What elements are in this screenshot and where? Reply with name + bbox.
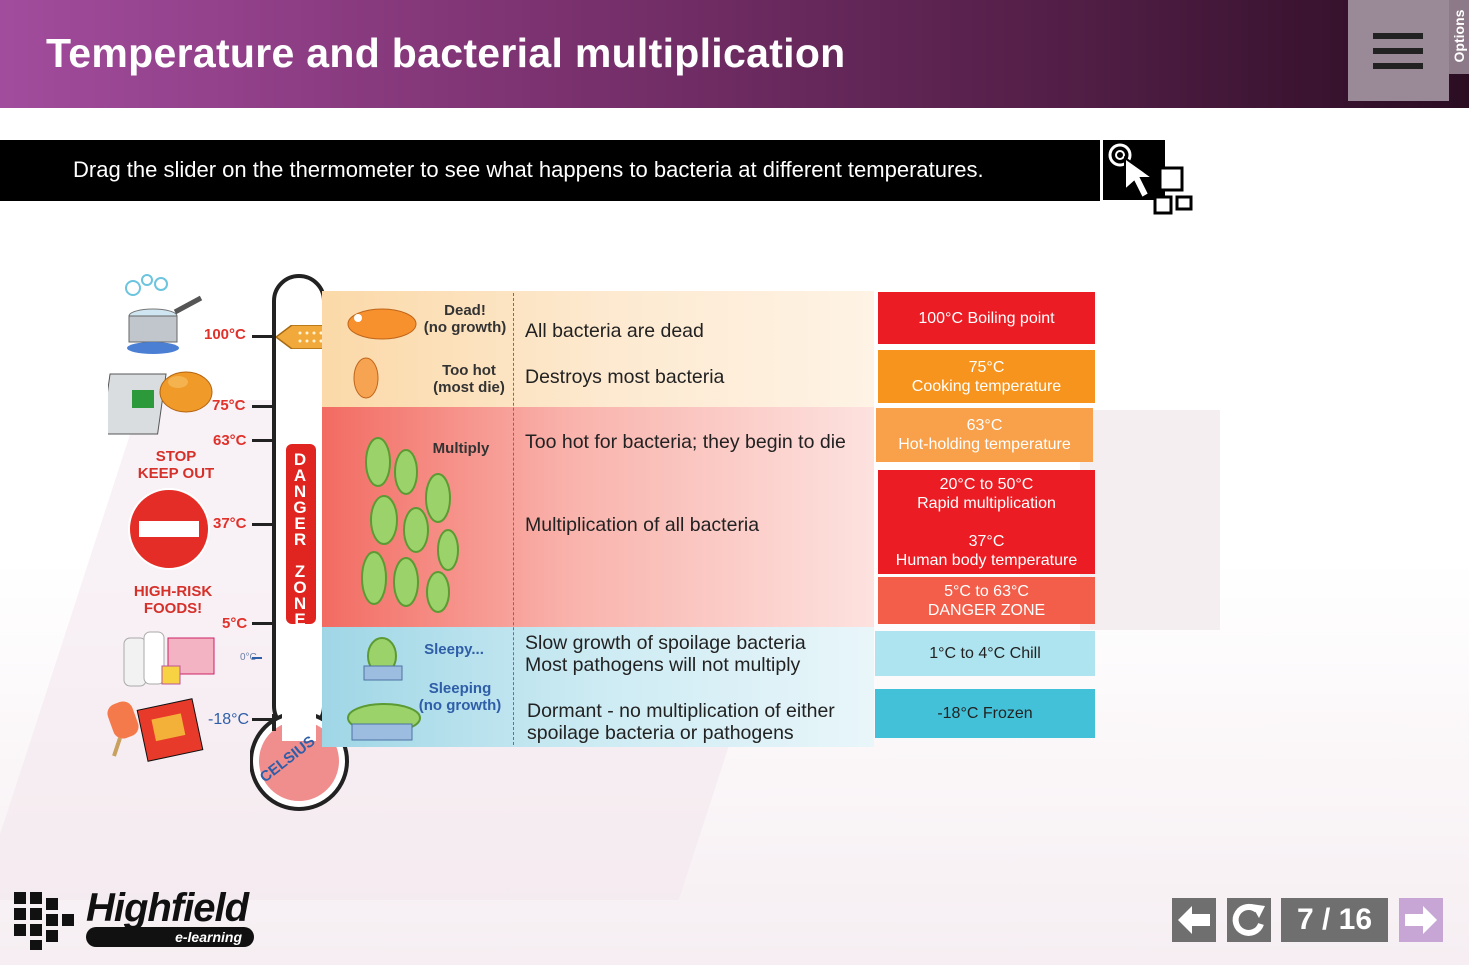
menu-button[interactable] [1348,0,1449,101]
title-bar: Temperature and bacterial multiplication… [0,0,1469,108]
column-divider [513,293,514,745]
page-counter: 7 / 16 [1281,898,1388,942]
no-entry-sign-icon [127,487,211,571]
next-button[interactable] [1399,898,1443,942]
sleeping-bacterium-icon [344,694,432,746]
danger-zone-label: D A N G E R Z O N E [293,450,307,629]
instruction-bar: Drag the slider on the thermometer to se… [0,140,1100,201]
row-too-hot-description: Destroys most bacteria [525,366,725,388]
dying-bacterium-icon [346,352,386,402]
label-minus18c: -18°C [208,711,250,728]
tag-boiling-point: 100°C Boiling point [878,292,1095,344]
highfield-logo: Highfield e-learning [12,886,262,952]
options-label: Options [1451,9,1467,63]
dead-bacterium-icon [344,300,418,344]
row-begin-to-die-description: Too hot for bacteria; they begin to die [525,431,846,453]
label-0c: 0°C [240,652,257,663]
tag-cooking-temperature: 75°C Cooking temperature [878,350,1095,403]
page-title: Temperature and bacterial multiplication [46,30,846,76]
multiplying-bacteria-icon [354,432,464,616]
cold-band [322,627,874,747]
replay-button[interactable] [1227,898,1271,942]
sleepy-bacterium-icon [360,632,408,682]
tag-chill: 1°C to 4°C Chill [875,631,1095,676]
label-37c: 37°C [213,515,247,532]
tag-rapid-multiplication: 20°C to 50°C Rapid multiplication 37°C H… [878,470,1095,574]
row-multiply-state: Multiply [432,440,490,457]
high-risk-foods-label: HIGH-RISK FOODS! [133,583,213,617]
row-multiplication-description: Multiplication of all bacteria [525,514,760,536]
tag-frozen: -18°C Frozen [875,689,1095,738]
hot-band [322,291,874,407]
logo-subtitle-badge: e-learning [86,927,254,947]
logo-brand: Highfield [86,886,249,930]
row-slow-growth-description: Slow growth of spoilage bacteria Most pa… [525,632,806,676]
row-dead-description: All bacteria are dead [525,320,704,342]
tag-danger-zone: 5°C to 63°C DANGER ZONE [878,577,1095,624]
dairy-and-meat-icon [118,628,218,690]
back-button[interactable] [1172,898,1216,942]
label-100c: 100°C [204,326,246,343]
logo-subtitle: e-learning [175,929,242,945]
back-arrow-icon [1172,898,1216,942]
replay-icon [1227,898,1271,942]
cooker-and-chicken-icon [101,360,218,440]
frozen-foods-icon [104,690,206,770]
label-5c: 5°C [222,615,248,632]
tag-hot-holding-temperature: 63°C Hot-holding temperature [876,408,1093,462]
row-too-hot-state: Too hot (most die) [433,362,505,396]
label-63c: 63°C [213,432,247,449]
row-sleepy-state: Sleepy... [424,641,484,658]
row-dead-state: Dead! (no growth) [423,302,507,336]
next-arrow-icon [1399,898,1443,942]
boiling-pot-icon [115,268,205,358]
stop-keep-out-label: STOP KEEP OUT [137,448,215,482]
pointer-click-icon [1103,140,1195,216]
label-75c: 75°C [212,397,246,414]
instruction-text: Drag the slider on the thermometer to se… [73,157,984,182]
row-dormant-description: Dormant - no multiplication of either sp… [527,700,835,744]
row-sleeping-state: Sleeping (no growth) [418,680,502,714]
options-tab[interactable]: Options [1449,0,1469,74]
